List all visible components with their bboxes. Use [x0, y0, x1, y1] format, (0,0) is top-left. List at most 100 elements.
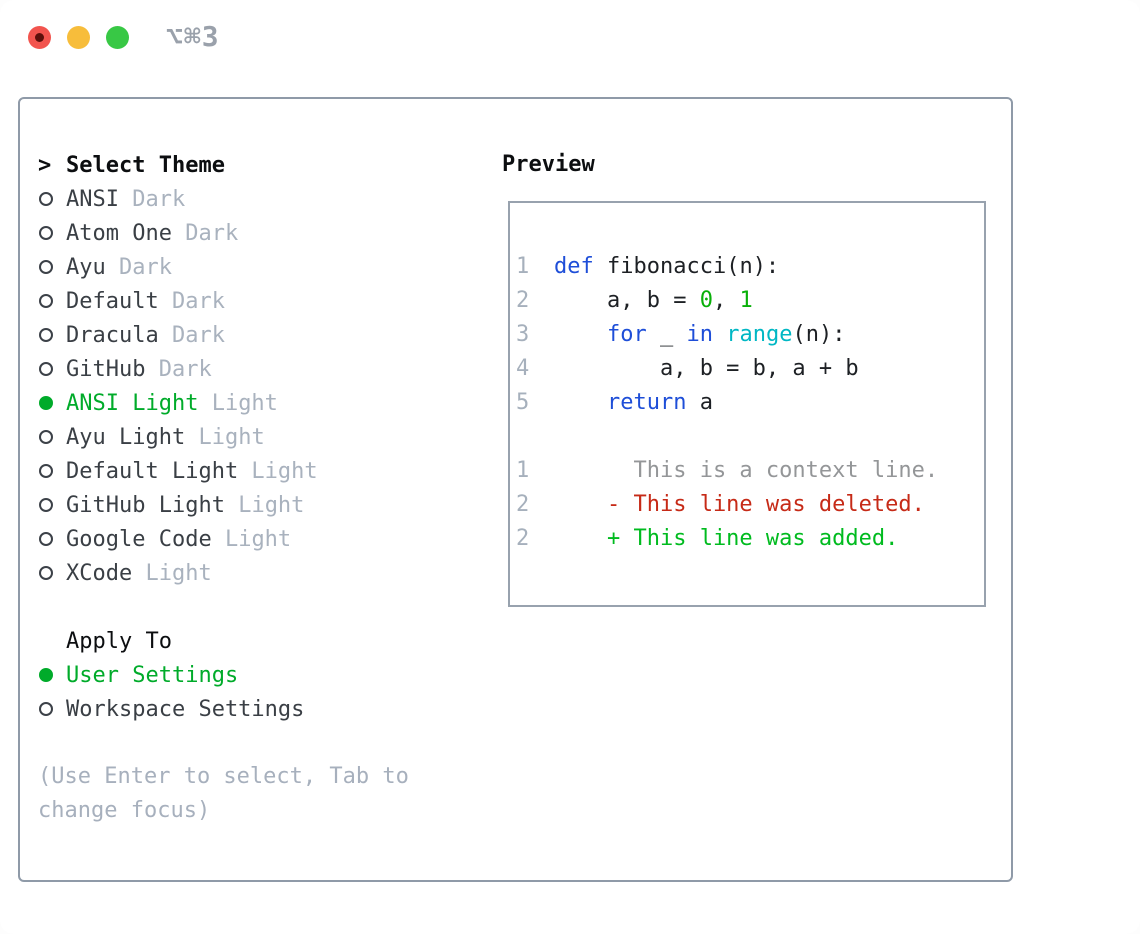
code-line: 5 return a [516, 386, 984, 420]
code-segment: return [606, 390, 687, 415]
radio-icon [39, 226, 53, 240]
radio-cell [38, 464, 66, 478]
help-line: change focus) [38, 798, 211, 823]
theme-option-atom-one[interactable]: Atom One Dark [38, 216, 318, 250]
code-content: + This line was added. [554, 522, 898, 556]
theme-option-ayu[interactable]: Ayu Dark [38, 250, 318, 284]
radio-cell [38, 362, 66, 376]
code-line: 1 def fibonacci(n): [516, 250, 984, 284]
help-line: (Use Enter to select, Tab to [38, 764, 409, 789]
minimize-button[interactable] [67, 26, 90, 49]
code-segment: + This line was added. [554, 526, 899, 551]
theme-option-github[interactable]: GitHub Dark [38, 352, 318, 386]
radio-cell [38, 260, 66, 274]
radio-icon [39, 396, 53, 410]
theme-panel: > Select Theme ANSI Dark Atom One Dark A… [38, 148, 318, 590]
code-segment: def [554, 254, 594, 279]
close-button[interactable] [28, 26, 51, 49]
line-number: 2 [516, 492, 530, 517]
theme-variant-tag: Light [132, 560, 212, 586]
select-theme-title: Select Theme [66, 152, 225, 178]
select-theme-header: > Select Theme [38, 148, 318, 182]
code-segment: This is a context line. [554, 458, 939, 483]
theme-option-github-light[interactable]: GitHub Light Light [38, 488, 318, 522]
code-segment [713, 322, 726, 347]
code-segment: in [686, 322, 713, 347]
apply-option-workspace-settings[interactable]: Workspace Settings [38, 692, 304, 726]
theme-variant-tag: Light [224, 492, 305, 518]
line-number [516, 420, 554, 454]
radio-icon [39, 294, 53, 308]
code-line: 1 This is a context line. [516, 454, 984, 488]
theme-name: Ayu Light [66, 424, 186, 450]
theme-option-xcode[interactable]: XCode Light [38, 556, 318, 590]
code-content: - This line was deleted. [554, 488, 925, 522]
code-line: 2 - This line was deleted. [516, 488, 984, 522]
radio-icon [39, 192, 53, 206]
theme-variant-tag: Light [238, 458, 318, 484]
theme-option-ansi[interactable]: ANSI Dark [38, 182, 318, 216]
radio-icon [39, 328, 53, 342]
code-line: 4 a, b = b, a + b [516, 352, 984, 386]
code-line [516, 420, 984, 454]
theme-variant-tag: Dark [171, 220, 239, 246]
radio-cell [38, 532, 66, 546]
theme-option-dracula[interactable]: Dracula Dark [38, 318, 318, 352]
apply-option-name: Workspace Settings [66, 696, 305, 722]
theme-variant-tag: Light [211, 526, 292, 552]
radio-cell [38, 702, 66, 716]
apply-to-list: User Settings Workspace Settings [38, 658, 304, 726]
code-content: a, b = b, a + b [554, 352, 859, 386]
code-segment: a [686, 390, 713, 415]
theme-option-ayu-light[interactable]: Ayu Light Light [38, 420, 318, 454]
maximize-button[interactable] [106, 26, 129, 49]
theme-option-default[interactable]: Default Dark [38, 284, 318, 318]
theme-option-default-light[interactable]: Default Light Light [38, 454, 318, 488]
line-number: 1 [516, 458, 530, 483]
radio-cell [38, 226, 66, 240]
theme-variant-tag: Dark [118, 186, 186, 212]
radio-cell [38, 396, 66, 410]
line-number: 1 [516, 254, 530, 279]
line-number: 3 [516, 322, 530, 347]
theme-name: Google Code [66, 526, 212, 552]
line-number: 4 [516, 356, 530, 381]
theme-variant-tag: Light [198, 390, 278, 416]
radio-icon [39, 464, 53, 478]
radio-icon [39, 702, 53, 716]
radio-cell [38, 294, 66, 308]
radio-cell [38, 192, 66, 206]
theme-picker-frame: > Select Theme ANSI Dark Atom One Dark A… [18, 97, 1013, 882]
radio-cell [38, 566, 66, 580]
code-content: return a [554, 386, 713, 420]
radio-icon [39, 668, 53, 682]
apply-option-user-settings[interactable]: User Settings [38, 658, 304, 692]
apply-to-panel: Apply To User Settings Workspace Setting… [38, 624, 304, 726]
code-content: This is a context line. [554, 454, 938, 488]
code-segment: fibonacci(n): [593, 254, 780, 279]
radio-icon [39, 260, 53, 274]
code-segment: a, b = b, a + b [554, 356, 859, 381]
radio-icon [39, 532, 53, 546]
code-segment: 1 [739, 288, 753, 313]
code-content: a, b = 0, 1 [554, 284, 753, 318]
theme-option-google-code[interactable]: Google Code Light [38, 522, 318, 556]
code-line: 2 + This line was added. [516, 522, 984, 556]
code-content: for _ in range(n): [554, 318, 845, 352]
theme-variant-tag: Dark [158, 288, 225, 314]
radio-cell [38, 328, 66, 342]
code-segment [554, 322, 607, 347]
radio-icon [39, 498, 53, 512]
radio-icon [39, 430, 53, 444]
theme-option-ansi-light[interactable]: ANSI Light Light [38, 386, 318, 420]
theme-name: GitHub [66, 356, 146, 382]
theme-variant-tag: Dark [145, 356, 212, 382]
preview-title: Preview [502, 152, 595, 177]
theme-variant-tag: Dark [105, 254, 172, 280]
prompt-icon: > [38, 152, 52, 178]
theme-name: ANSI Light [66, 390, 199, 416]
help-text: (Use Enter to select, Tab to change focus… [38, 760, 409, 828]
theme-name: Dracula [66, 322, 159, 348]
code-line: 3 for _ in range(n): [516, 318, 984, 352]
